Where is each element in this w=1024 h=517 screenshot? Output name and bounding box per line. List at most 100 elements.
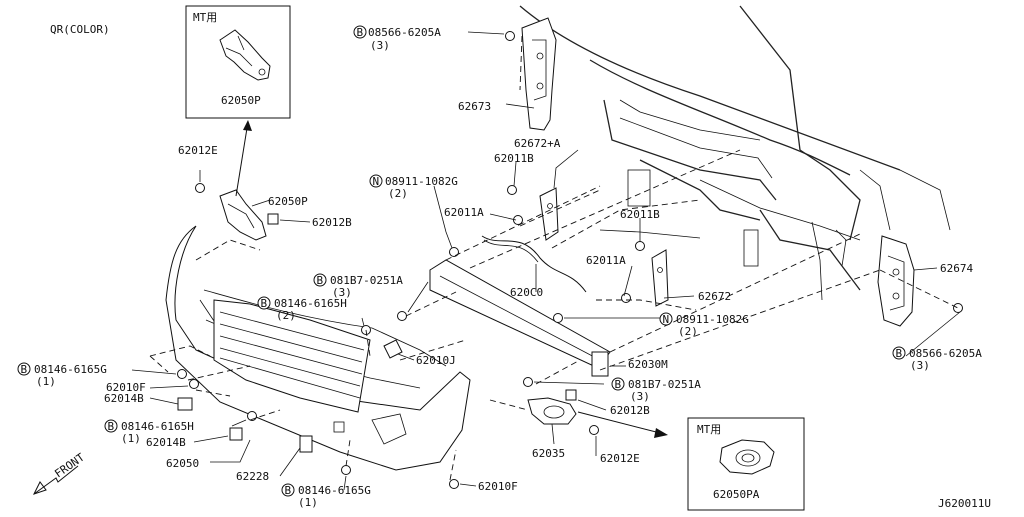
label-62050: 62050 (166, 457, 199, 470)
bolt-b3-code: 081B7-0251A (330, 274, 403, 287)
bolt-label-b8: B 08146-6165G (1) (17, 362, 107, 388)
qr-color-label: QR(COLOR) (50, 23, 110, 36)
inset-top-frame (185, 5, 291, 119)
label-620C0: 620C0 (510, 286, 543, 299)
arrow-to-inset-bottom (577, 411, 668, 438)
bolt-b10-prefix: B (285, 484, 292, 497)
front-direction-label: FRONT (52, 451, 87, 481)
bolt-b1-qty: (3) (370, 39, 390, 52)
clip-62012B-2 (565, 389, 577, 401)
bolt-b5-prefix: N (663, 313, 670, 326)
label-62672: 62672 (698, 290, 731, 303)
vehicle-body-outline (519, 5, 951, 301)
part-62035-bracket (527, 397, 577, 425)
label-62673: 62673 (458, 100, 491, 113)
inset-bottom-title: MT用 (697, 423, 721, 436)
bolts (177, 31, 963, 489)
label-62011A-2: 62011A (586, 254, 626, 267)
bolt-b2-code: 08911-1082G (385, 175, 458, 188)
part-62228-grille (213, 299, 371, 413)
bolt-b6-prefix: B (896, 347, 903, 360)
bolt-label-b6: B 08566-6205A (3) (892, 346, 982, 372)
bolt-label-b7: B 081B7-0251A (3) (611, 377, 701, 403)
bolt-b5-qty: (2) (678, 325, 698, 338)
bolt-b2-prefix: N (373, 175, 380, 188)
bolt-label-b4: B 08146-6165H (2) (257, 296, 347, 322)
bolt-b10-qty: (1) (298, 496, 318, 509)
diagram-code: J620011U (938, 497, 991, 510)
label-62672A: 62672+A (514, 137, 561, 150)
front-direction-arrow: FRONT (33, 451, 87, 495)
bolt-b4-prefix: B (261, 297, 268, 310)
bolt-b7-prefix: B (615, 378, 622, 391)
bolt-b2-qty: (2) (388, 187, 408, 200)
bolt-label-b9: B 08146-6165H (1) (104, 419, 194, 445)
part-62672-bracket (651, 249, 669, 307)
bolt-b3-prefix: B (317, 274, 324, 287)
inset-top-title: MT用 (193, 11, 217, 24)
bolt-b3-qty: (3) (332, 286, 352, 299)
label-62228: 62228 (236, 470, 269, 483)
bolt-label-b1: B 08566-6205A (3) (353, 25, 441, 52)
bolt-b8-prefix: B (21, 363, 28, 376)
clip-62012B-1 (267, 213, 279, 225)
label-62012B-2: 62012B (610, 404, 650, 417)
clip-62010J (383, 339, 403, 359)
label-62012B-1: 62012B (312, 216, 352, 229)
part-62673-bracket (521, 17, 557, 131)
inset-top: MT用 62050P (185, 5, 291, 119)
bolt-b8-code: 08146-6165G (34, 363, 107, 376)
label-62011B-2: 62011B (620, 208, 660, 221)
part-62050P-bracket (219, 189, 267, 241)
bolt-b1-prefix: B (357, 26, 364, 39)
part-62030M-reinforcement (429, 259, 611, 377)
bolt-b4-code: 08146-6165H (274, 297, 347, 310)
bolt-label-b10: B 08146-6165G (1) (281, 483, 371, 509)
label-62014B-1: 62014B (104, 392, 144, 405)
bolt-b1-code: 08566-6205A (368, 26, 441, 39)
label-62012E-2: 62012E (600, 452, 640, 465)
bolt-label-b2: N 08911-1082G (2) (369, 174, 458, 200)
bolt-b6-code: 08566-6205A (909, 347, 982, 360)
fog-lamp-hole (333, 413, 407, 445)
label-62012E-1: 62012E (178, 144, 218, 157)
label-62011B-1: 62011B (494, 152, 534, 165)
inset-bottom-part: 62050PA (713, 488, 760, 501)
label-62014B-2: 62014B (146, 436, 186, 449)
bolt-b10-code: 08146-6165G (298, 484, 371, 497)
part-620C0-harness (481, 235, 587, 293)
bolt-b4-qty: (2) (276, 309, 296, 322)
bolt-label-b3: B 081B7-0251A (3) (313, 273, 403, 299)
arrow-to-inset-top (235, 120, 252, 197)
label-62010J: 62010J (416, 354, 456, 367)
label-62011A-1: 62011A (444, 206, 484, 219)
alignment-lines (149, 35, 959, 481)
part-62674-bracket (877, 235, 915, 327)
fog-lamp-bracket-part (219, 29, 271, 81)
clip-62014B-1 (177, 397, 193, 411)
part-62672A-bracket (539, 187, 559, 241)
bolt-b7-code: 081B7-0251A (628, 378, 701, 391)
label-62030M: 62030M (628, 358, 668, 371)
bolt-b7-qty: (3) (630, 390, 650, 403)
fog-lamp-part (719, 439, 775, 475)
bolt-b5-code: 08911-1082G (676, 313, 749, 326)
bolt-b8-qty: (1) (36, 375, 56, 388)
inset-bottom-frame (687, 417, 805, 511)
label-62050P: 62050P (268, 195, 308, 208)
inset-bottom: MT用 62050PA (687, 417, 805, 511)
bolt-label-b5: N 08911-1082G (2) (659, 312, 749, 338)
bolt-b9-qty: (1) (121, 432, 141, 445)
leader-lines (131, 31, 961, 491)
clip-62014B-2 (229, 427, 243, 441)
inset-top-part: 62050P (221, 94, 261, 107)
label-62010F-1: 62010F (106, 381, 146, 394)
label-62010F-2: 62010F (478, 480, 518, 493)
bolt-b9-prefix: B (108, 420, 115, 433)
label-62674: 62674 (940, 262, 973, 275)
clip-62228 (299, 435, 313, 453)
bolt-b9-code: 08146-6165H (121, 420, 194, 433)
label-62035: 62035 (532, 447, 565, 460)
